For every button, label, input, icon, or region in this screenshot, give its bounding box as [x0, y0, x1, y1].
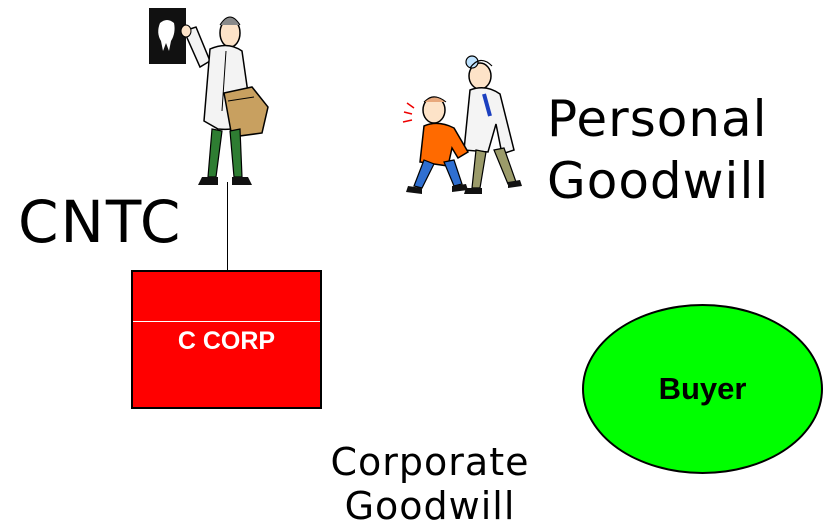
dentist-with-xray-icon [149, 8, 269, 185]
buyer-ellipse: Buyer [582, 304, 823, 474]
c-corp-box: C CORP [131, 270, 322, 409]
buyer-label: Buyer [658, 371, 747, 406]
c-corp-divider [133, 321, 320, 322]
connector-line [227, 182, 228, 272]
cntc-label: CNTC [18, 188, 183, 256]
doctor-examining-patient-icon [402, 55, 522, 194]
corporate-goodwill-label: Corporate Goodwill [330, 440, 530, 528]
personal-goodwill-label: Personal Goodwill [547, 90, 770, 210]
c-corp-label: C CORP [177, 327, 276, 355]
